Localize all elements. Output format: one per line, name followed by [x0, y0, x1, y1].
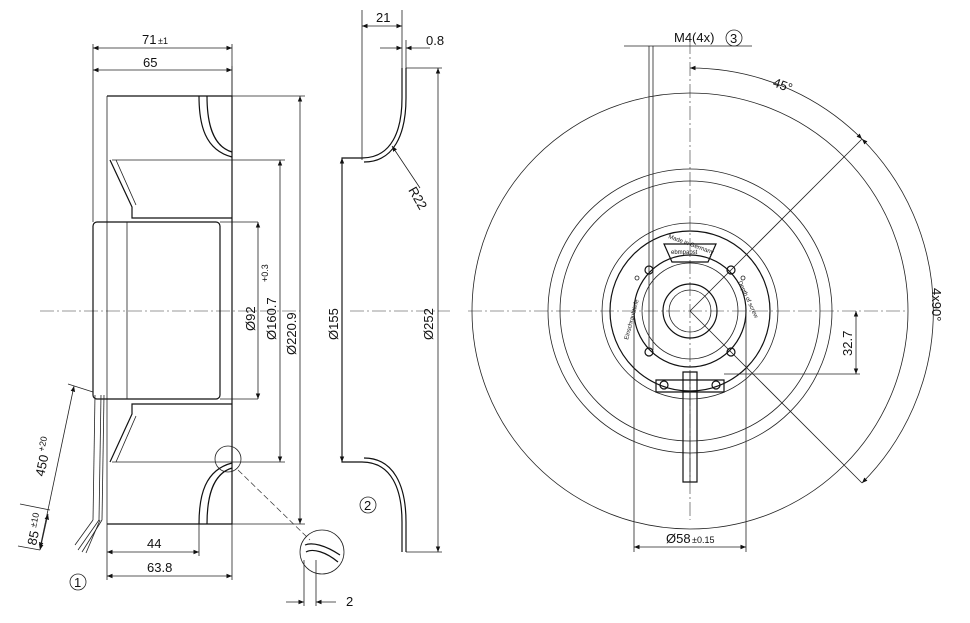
- dim-overall-width-tol: ±1: [158, 36, 168, 46]
- dim-21: 21: [376, 10, 390, 25]
- profile-view: 21 0.8 R22 Ø155 Ø252 2: [326, 10, 450, 553]
- radius-r22: R22: [405, 184, 430, 212]
- dim-0-8: 0.8: [426, 33, 444, 48]
- thread-label: M4(4x): [674, 30, 714, 45]
- callout-2: 2: [364, 498, 371, 513]
- dim-dia-155: Ø155: [326, 308, 341, 340]
- dim-dia-58-tol: ±0.15: [692, 535, 714, 545]
- dim-dia-92: Ø92: [243, 306, 258, 331]
- dim-cable-85-tol: ±10: [28, 512, 41, 529]
- angle-45: 45°: [771, 75, 795, 96]
- front-view: Made in Germany ebmpapst Einschraubtiefe…: [468, 29, 944, 552]
- callout-3: 3: [730, 31, 737, 46]
- dim-width-65: 65: [143, 55, 157, 70]
- detail-dim-2: 2: [346, 594, 353, 609]
- label-depth-left: Einschraubtiefe: [624, 298, 641, 340]
- dim-63-8: 63.8: [147, 560, 172, 575]
- dim-dia-220-9: Ø220.9: [284, 312, 299, 355]
- dim-dia-160-7-tol: +0.3: [260, 264, 270, 282]
- label-depth-right: Depth of screw: [736, 280, 759, 319]
- dim-dia-252: Ø252: [421, 308, 436, 340]
- callout-1: 1: [74, 575, 81, 590]
- label-brand: ebmpapst: [671, 250, 698, 256]
- dim-cable-450: 450: [32, 453, 51, 477]
- dim-dia-58: Ø58: [666, 531, 691, 546]
- dim-44: 44: [147, 536, 161, 551]
- angle-4x90: 4x90°: [929, 288, 944, 321]
- dim-overall-width: 71: [142, 32, 156, 47]
- dim-cable-85: 85: [24, 529, 42, 546]
- dim-32-7: 32.7: [840, 331, 855, 356]
- side-view: 71 ±1 65 Ø220.9 Ø160.7 +0.3 Ø92 44 63.8 …: [17, 32, 353, 609]
- dim-dia-160-7: Ø160.7: [264, 297, 279, 340]
- dim-cable-450-tol: +20: [36, 435, 49, 452]
